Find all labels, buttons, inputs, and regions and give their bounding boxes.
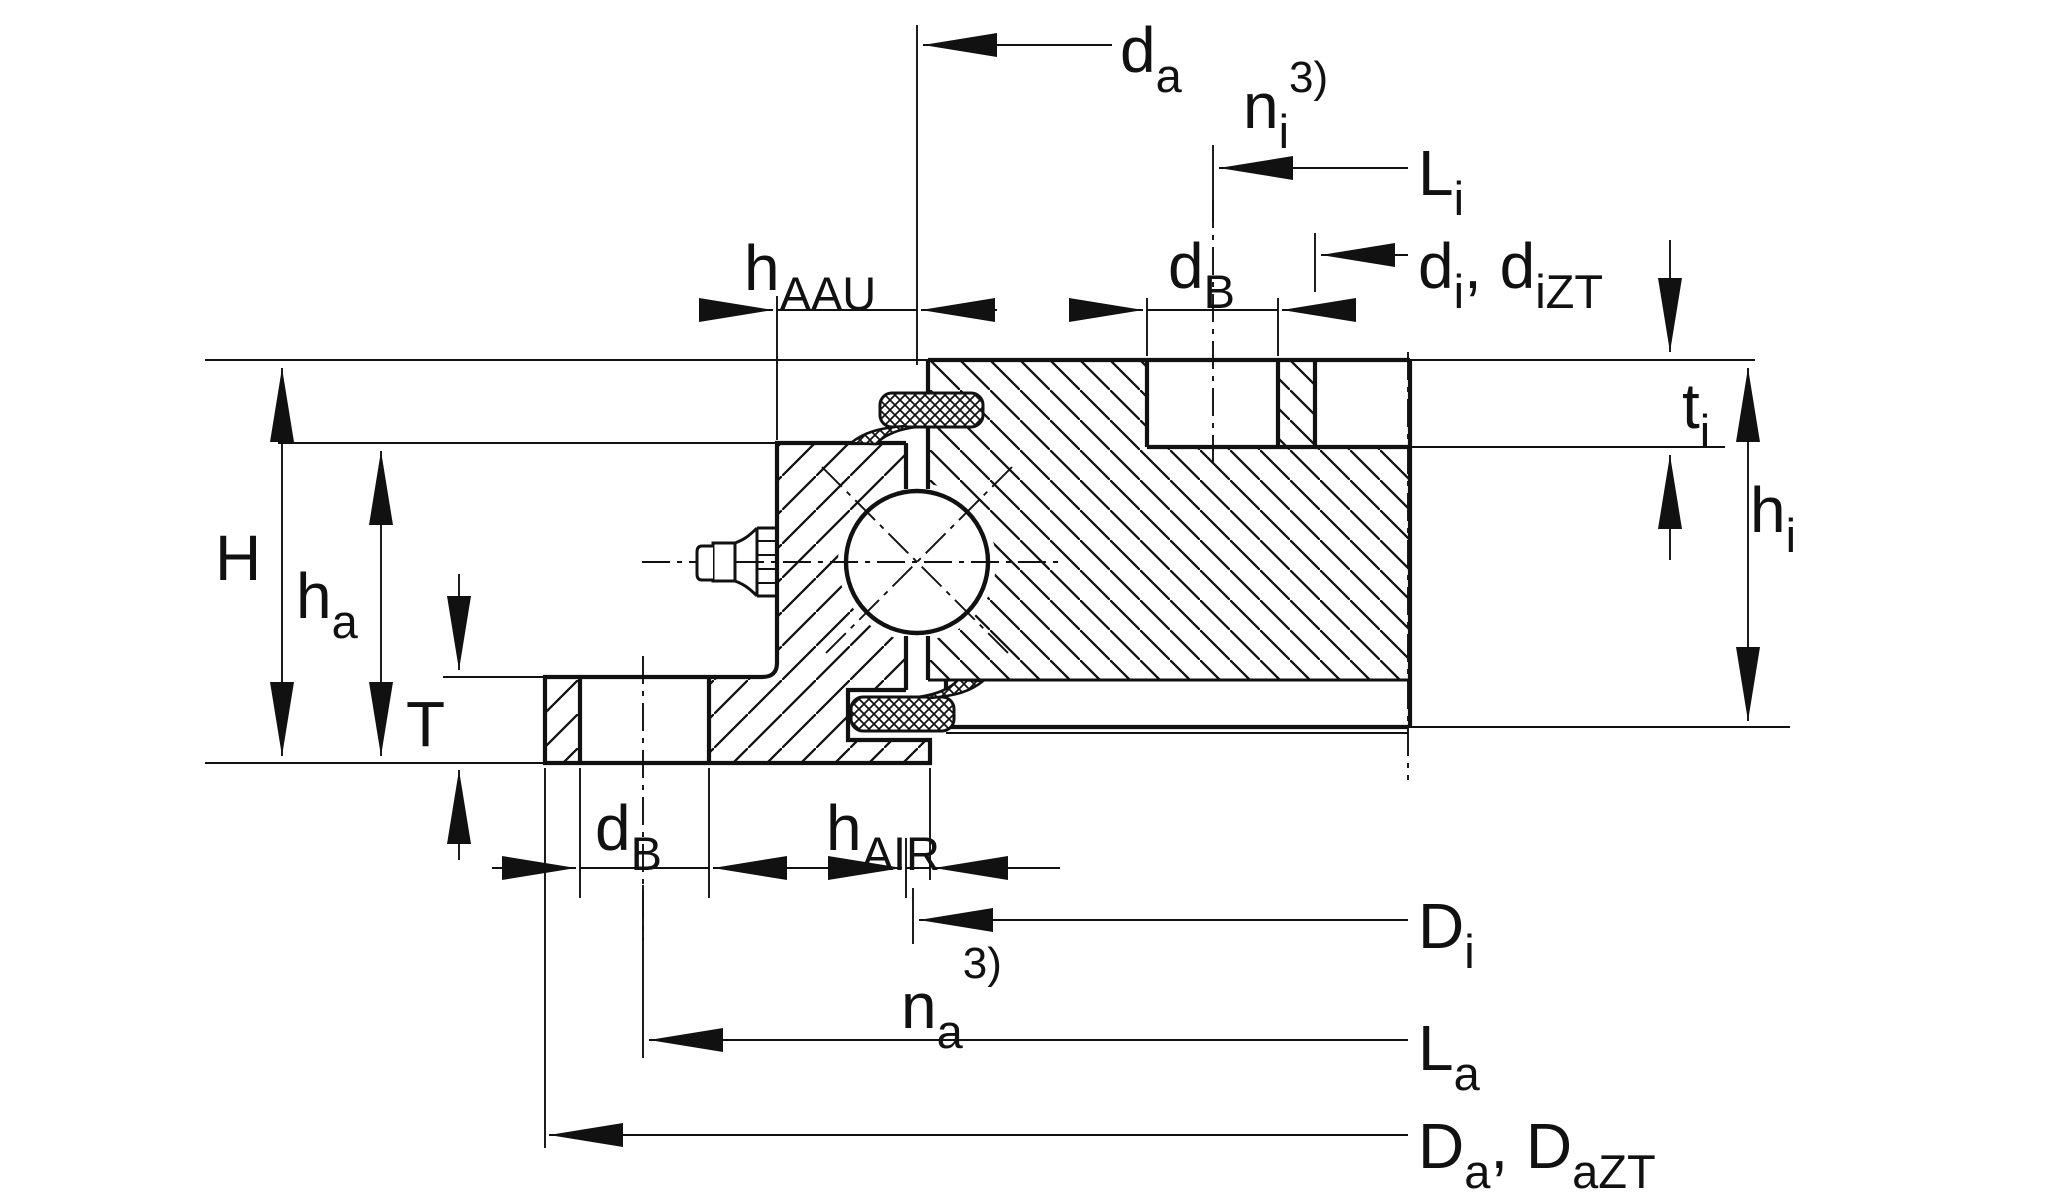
grease-nipple <box>695 526 777 598</box>
flange-bolt-hole <box>580 675 709 761</box>
gear-tooth-zone <box>1315 362 1408 445</box>
label-ha: ha <box>296 560 359 648</box>
label-ti: ti <box>1682 370 1710 458</box>
inner-ring-outline <box>925 357 1413 734</box>
dimension-lines <box>270 32 1760 1147</box>
label-H: H <box>215 522 261 594</box>
upper-seal <box>847 391 985 446</box>
label-Li: Li <box>1418 137 1464 225</box>
label-na: na3) <box>901 939 1002 1058</box>
ball-contact-line-2 <box>821 466 1013 658</box>
outer-ring-outline <box>542 440 933 766</box>
label-dB-top: dB <box>1168 230 1235 318</box>
label-La: La <box>1418 1012 1481 1100</box>
label-Da-Dazt: Da, DaZT <box>1418 1110 1656 1198</box>
label-dB-bottom: dB <box>595 792 662 880</box>
lower-seal <box>849 678 987 733</box>
label-hAAU: hAAU <box>744 232 876 320</box>
label-da: da <box>1120 14 1183 102</box>
label-ni: ni3) <box>1243 53 1328 158</box>
dimension-labels: da ni3) Li dB di, diZT ti hi hAAU H ha T… <box>215 14 1796 1198</box>
inner-bottom-land <box>946 682 1408 727</box>
label-hi: hi <box>1750 474 1796 562</box>
inner-ring-section <box>928 360 1410 680</box>
bearing-ball <box>642 466 1058 658</box>
label-di-dizt: di, diZT <box>1418 230 1603 318</box>
label-T: T <box>406 688 445 760</box>
ball-contact-line-1 <box>821 466 1013 658</box>
extension-lines <box>205 25 1790 1148</box>
label-hAIR: hAIR <box>826 792 940 880</box>
label-Di: Di <box>1418 890 1475 978</box>
